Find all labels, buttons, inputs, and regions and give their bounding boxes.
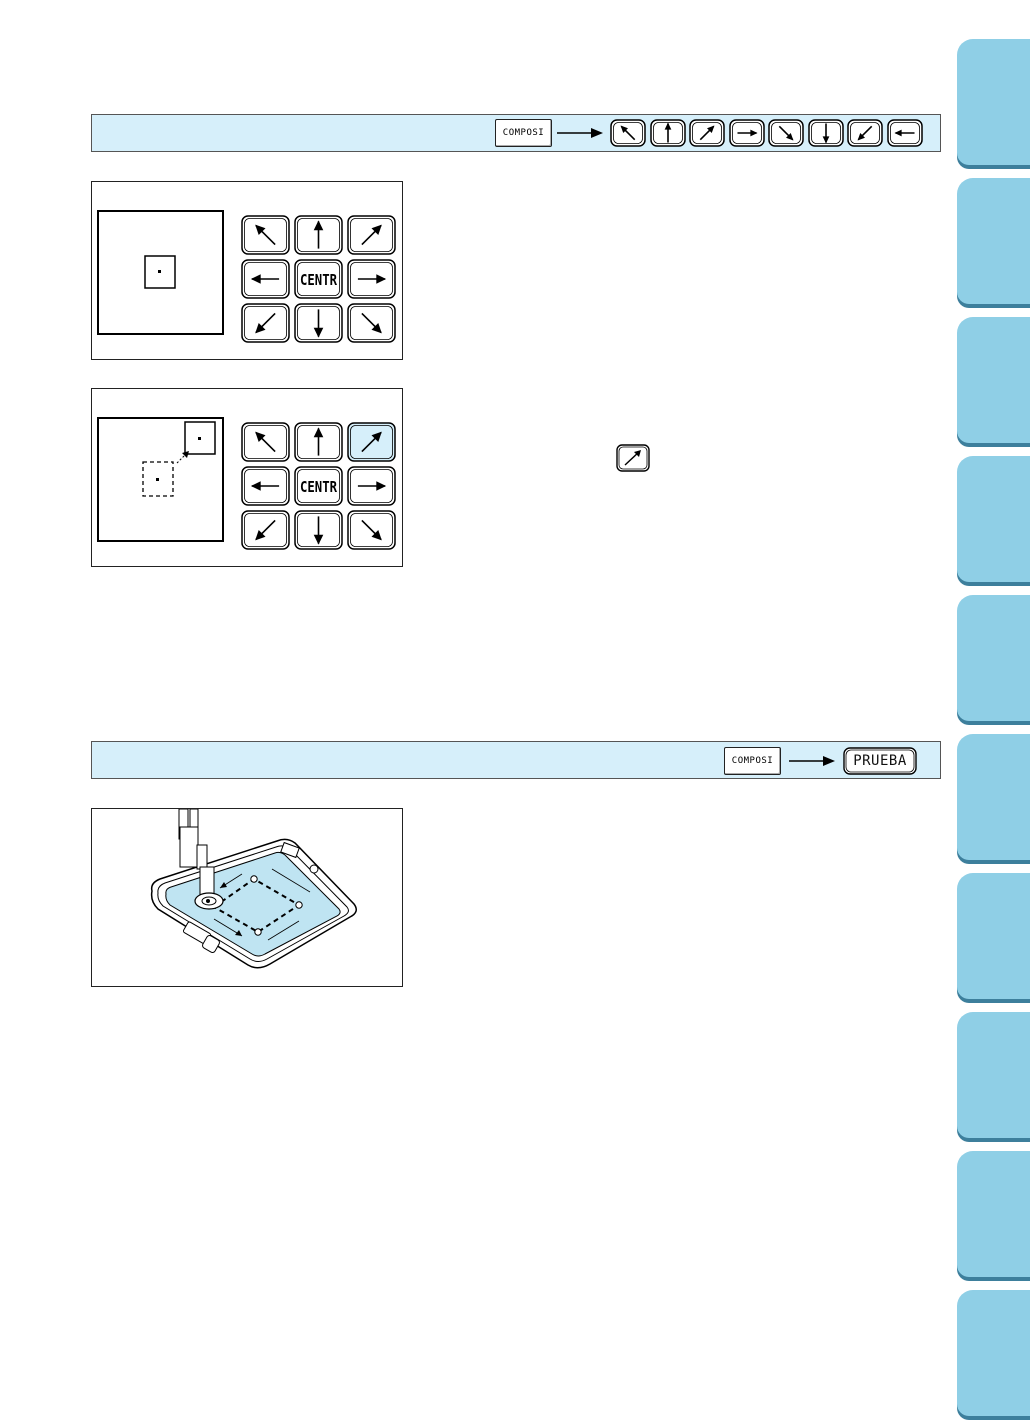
down-arrow-icon: [294, 510, 343, 550]
prueba-key[interactable]: PRUEBA: [843, 747, 917, 775]
down-arrow-icon: [808, 119, 844, 147]
down-left-arrow-icon: [241, 303, 290, 343]
center-key[interactable]: CENTR: [294, 259, 343, 299]
direction-key-down-right[interactable]: [347, 303, 396, 343]
center-key[interactable]: CENTR: [294, 466, 343, 506]
right-arrow-icon: [347, 466, 396, 506]
down-left-arrow-icon: [847, 119, 883, 147]
up-left-arrow-icon: [610, 119, 646, 147]
direction-key-down-right[interactable]: [347, 510, 396, 550]
direction-key-up[interactable]: [294, 215, 343, 255]
chapter-tab[interactable]: [957, 456, 1030, 582]
center-key-label: CENTR: [300, 478, 338, 496]
arrow-key-down-right[interactable]: [768, 119, 804, 147]
direction-key-up-left[interactable]: [241, 422, 290, 462]
up-arrow-icon: [650, 119, 686, 147]
arrow-key-up[interactable]: [650, 119, 686, 147]
chapter-tab[interactable]: [957, 178, 1030, 304]
chapter-tab[interactable]: [957, 595, 1030, 721]
arrow-key-right[interactable]: [729, 119, 765, 147]
down-left-arrow-icon: [241, 510, 290, 550]
direction-key-up-left[interactable]: [241, 215, 290, 255]
up-right-arrow-icon: [689, 119, 725, 147]
direction-key-left[interactable]: [241, 466, 290, 506]
down-arrow-icon: [294, 303, 343, 343]
chapter-tab[interactable]: [957, 1151, 1030, 1277]
arrow-key-up-left[interactable]: [610, 119, 646, 147]
left-arrow-icon: [241, 466, 290, 506]
direction-key-up-right[interactable]: [347, 215, 396, 255]
direction-key-right[interactable]: [347, 259, 396, 299]
center-key-frame: CENTR: [294, 259, 343, 299]
direction-key-down-left[interactable]: [241, 510, 290, 550]
arrow-key-down-left[interactable]: [847, 119, 883, 147]
arrow-key-up-right[interactable]: [689, 119, 725, 147]
up-arrow-icon: [294, 215, 343, 255]
up-right-arrow-icon: [347, 215, 396, 255]
composi-key[interactable]: COMPOSI: [495, 119, 552, 147]
down-right-arrow-icon: [768, 119, 804, 147]
left-arrow-icon: [887, 119, 923, 147]
direction-key-up[interactable]: [294, 422, 343, 462]
direction-key-left[interactable]: [241, 259, 290, 299]
chapter-tab[interactable]: [957, 1012, 1030, 1138]
instruction-bar-move: COMPOSI: [91, 114, 941, 152]
hoop-display: [97, 210, 224, 335]
up-left-arrow-icon: [241, 422, 290, 462]
left-arrow-icon: [241, 259, 290, 299]
direction-key-up-right[interactable]: [347, 422, 396, 462]
flow-arrow-icon: [789, 753, 835, 769]
right-arrow-icon: [347, 259, 396, 299]
up-arrow-icon: [294, 422, 343, 462]
hoop-illustration-figure: [91, 808, 403, 987]
hoop-display: [97, 417, 224, 542]
direction-key-down[interactable]: [294, 510, 343, 550]
direction-key-down[interactable]: [294, 303, 343, 343]
instruction-bar-trial: COMPOSI PRUEBA: [91, 741, 941, 779]
chapter-tab[interactable]: [957, 317, 1030, 443]
chapter-tab[interactable]: [957, 873, 1030, 999]
composi-key[interactable]: COMPOSI: [724, 747, 781, 775]
prueba-label: PRUEBA: [843, 747, 917, 775]
screen-figure-moved: CENTR: [91, 388, 403, 567]
embroidery-hoop-illustration: [92, 809, 402, 986]
chapter-tab[interactable]: [957, 39, 1030, 165]
center-key-label: CENTR: [300, 271, 338, 289]
center-key-frame: CENTR: [294, 466, 343, 506]
chapter-tab[interactable]: [957, 1290, 1030, 1416]
up-left-arrow-icon: [241, 215, 290, 255]
down-right-arrow-icon: [347, 510, 396, 550]
flow-arrow-icon: [557, 125, 603, 141]
screen-figure-centered: CENTR: [91, 181, 403, 360]
arrow-key-left[interactable]: [887, 119, 923, 147]
arrow-key-down[interactable]: [808, 119, 844, 147]
direction-key-right[interactable]: [347, 466, 396, 506]
up-right-arrow-icon: [347, 422, 396, 462]
direction-key-down-left[interactable]: [241, 303, 290, 343]
right-arrow-icon: [729, 119, 765, 147]
chapter-tab[interactable]: [957, 734, 1030, 860]
up-right-key-icon: [616, 444, 650, 472]
down-right-arrow-icon: [347, 303, 396, 343]
